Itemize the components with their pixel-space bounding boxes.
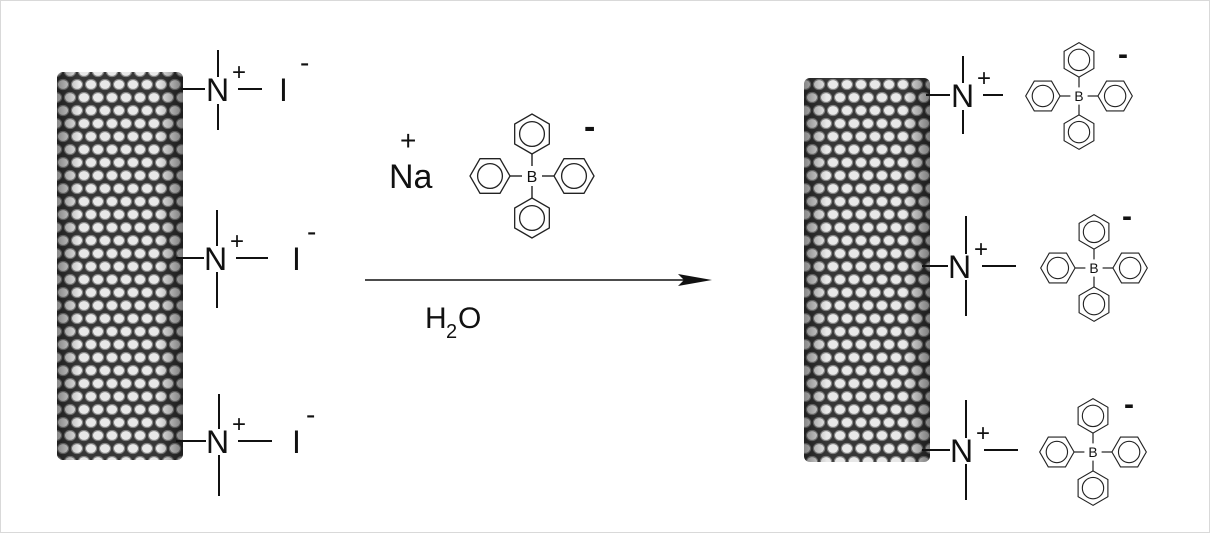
ammonium-iodide-top: N + I -	[181, 47, 309, 130]
nanotube-reactant	[57, 72, 183, 460]
phenyl-right-ring	[1111, 436, 1147, 468]
positive-charge: +	[232, 411, 246, 438]
positive-charge: +	[974, 236, 988, 263]
solvent-o: O	[458, 302, 481, 335]
ammonium-product-bottom: N +	[922, 400, 1018, 500]
tetraphenylborate-product-bottom: B	[1039, 398, 1147, 506]
sodium-label: Na	[389, 158, 433, 196]
tetraphenylborate-product-middle: B	[1040, 214, 1148, 322]
boron-label: B	[1089, 261, 1098, 276]
borate-charge: -	[584, 108, 595, 146]
phenyl-right-ring	[553, 158, 595, 194]
iodide-label: I	[292, 241, 301, 277]
phenyl-bottom-ring	[1077, 470, 1109, 506]
nitrogen-label: N	[204, 241, 227, 277]
phenyl-top-ring	[1063, 42, 1095, 78]
phenyl-right-ring	[1097, 80, 1133, 112]
iodide-label: I	[279, 72, 288, 108]
phenyl-left-ring	[1025, 80, 1061, 112]
nanotube-product	[804, 78, 930, 462]
positive-charge: +	[232, 59, 246, 86]
boron-label: B	[527, 169, 538, 186]
ammonium-product-top: N +	[926, 56, 1003, 134]
ammonium-iodide-middle: N + I -	[176, 210, 316, 308]
ammonium-iodide-bottom: N + I -	[176, 394, 315, 496]
solvent-subscript: 2	[446, 321, 457, 343]
negative-charge: -	[307, 216, 316, 247]
reaction-arrow	[365, 274, 712, 286]
tetraphenylborate-product-top: B	[1025, 42, 1133, 150]
phenyl-left-ring	[1040, 252, 1076, 284]
phenyl-top-ring	[514, 113, 550, 155]
phenyl-left-ring	[1039, 436, 1075, 468]
sodium-cation: Na +	[389, 125, 433, 196]
boron-label: B	[1074, 89, 1083, 104]
negative-charge: -	[300, 47, 309, 78]
negative-charge: -	[306, 399, 315, 430]
iodide-label: I	[292, 424, 301, 460]
sodium-charge: +	[400, 125, 416, 156]
phenyl-right-ring	[1112, 252, 1148, 284]
phenyl-bottom-ring	[1078, 286, 1110, 322]
nitrogen-label: N	[206, 72, 229, 108]
nitrogen-label: N	[950, 433, 973, 469]
nitrogen-label: N	[206, 424, 229, 460]
solvent-h: H	[425, 302, 447, 335]
solvent-label: H 2 O	[425, 302, 481, 343]
phenyl-bottom-ring	[1063, 114, 1095, 150]
positive-charge: +	[230, 228, 244, 255]
phenyl-left-ring	[469, 158, 511, 194]
nitrogen-label: N	[948, 249, 971, 285]
ammonium-product-middle: N +	[922, 216, 1016, 316]
borate-charge: -	[1118, 38, 1128, 71]
phenyl-top-ring	[1078, 214, 1110, 250]
phenyl-bottom-ring	[514, 197, 550, 239]
phenyl-top-ring	[1077, 398, 1109, 434]
tetraphenylborate-reagent: B	[469, 113, 595, 239]
borate-charge: -	[1124, 388, 1134, 421]
positive-charge: +	[977, 65, 991, 92]
borate-charge: -	[1122, 200, 1132, 233]
nitrogen-label: N	[951, 78, 974, 114]
positive-charge: +	[976, 420, 990, 447]
boron-label: B	[1088, 445, 1097, 460]
